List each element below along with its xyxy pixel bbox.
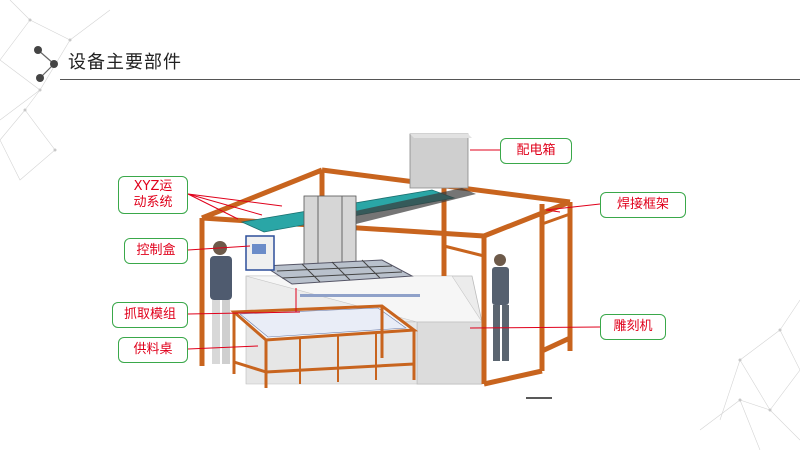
callout-distribution-box: 配电箱 bbox=[500, 138, 572, 164]
equipment-illustration bbox=[182, 126, 598, 402]
gripper-module-shape bbox=[262, 259, 414, 285]
page-title: 设备主要部件 bbox=[68, 52, 182, 73]
feeding-table-shape bbox=[230, 304, 419, 388]
xyz-gantry bbox=[240, 188, 476, 275]
callout-engraving-machine: 雕刻机 bbox=[600, 314, 666, 340]
callout-welded-frame: 焊接框架 bbox=[600, 192, 686, 218]
header-dots-icon bbox=[34, 46, 58, 82]
operator-right-figure bbox=[492, 254, 509, 361]
callout-control-box: 控制盒 bbox=[124, 238, 188, 264]
callout-xyz-motion-system: XYZ运 动系统 bbox=[118, 176, 188, 214]
distribution-box-shape bbox=[409, 133, 472, 189]
callout-gripper-module: 抓取模组 bbox=[112, 302, 188, 328]
callout-feeding-table: 供料桌 bbox=[118, 337, 188, 363]
title-divider bbox=[60, 79, 800, 80]
operator-left-figure bbox=[210, 241, 232, 364]
control-box-shape bbox=[245, 235, 275, 271]
engraving-machine-body bbox=[245, 275, 483, 385]
